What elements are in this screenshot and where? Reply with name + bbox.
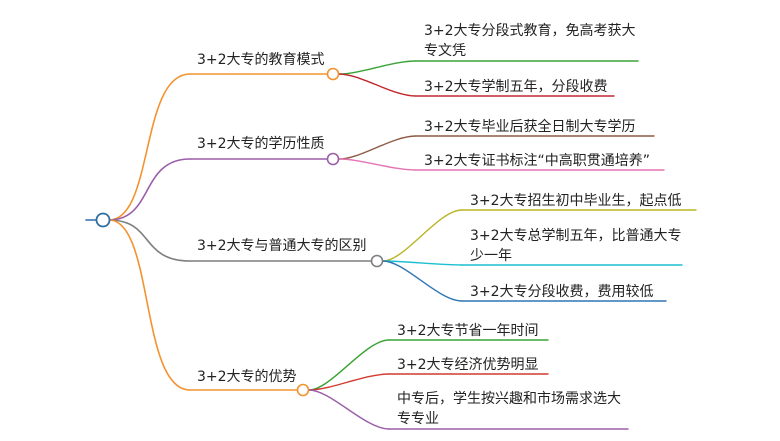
branch-edge-1 — [108, 158, 191, 221]
branch-edge-2 — [108, 219, 191, 262]
leaf-label-certificate-note: 3+2大专证书标注“中高职贯通培养” — [424, 153, 651, 169]
branch-node-1 — [326, 152, 340, 166]
branch-edge-0 — [108, 73, 191, 221]
branch-label-education-mode: 3+2大专的教育模式 — [197, 52, 325, 68]
leaf-edge-3-2 — [308, 389, 390, 430]
leaf-edge-2-1 — [382, 260, 463, 266]
leaf-label-duration: 3+2大专总学制五年，比普通大专少一年 — [470, 228, 682, 264]
leaf-edge-2-0 — [382, 209, 463, 262]
leaf-edge-2-2 — [382, 260, 463, 302]
root-node — [95, 212, 111, 228]
leaf-label-choose-major: 中专后，学生按兴趣和市场需求选大专专业 — [397, 391, 621, 427]
leaf-label-five-year-fees: 3+2大专学制五年，分段收费 — [424, 79, 608, 95]
leaf-edge-1-0 — [338, 135, 417, 160]
leaf-edge-1-1 — [338, 158, 417, 171]
branch-label-difference: 3+2大专与普通大专的区别 — [197, 238, 367, 254]
leaf-label-economic: 3+2大专经济优势明显 — [397, 357, 539, 373]
branch-label-degree-nature: 3+2大专的学历性质 — [197, 136, 325, 152]
leaf-label-segmented-education: 3+2大专分段式教育，免高考获大专文凭 — [424, 23, 636, 59]
leaf-edge-3-0 — [308, 339, 390, 391]
branch-node-0 — [326, 67, 340, 81]
leaf-label-enrollment: 3+2大专招生初中毕业生，起点低 — [470, 193, 682, 209]
leaf-label-fulltime-diploma: 3+2大专毕业后获全日制大专学历 — [424, 119, 636, 135]
leaf-edge-3-1 — [308, 373, 390, 391]
leaf-label-lower-fees: 3+2大专分段收费，费用较低 — [470, 284, 654, 300]
leaf-edge-0-1 — [338, 73, 417, 97]
branch-node-3 — [296, 383, 310, 397]
branch-node-2 — [370, 254, 384, 268]
branch-edge-3 — [108, 219, 191, 391]
branch-label-advantages: 3+2大专的优势 — [197, 369, 297, 385]
leaf-edge-0-0 — [338, 60, 417, 75]
leaf-label-save-year: 3+2大专节省一年时间 — [397, 323, 539, 339]
